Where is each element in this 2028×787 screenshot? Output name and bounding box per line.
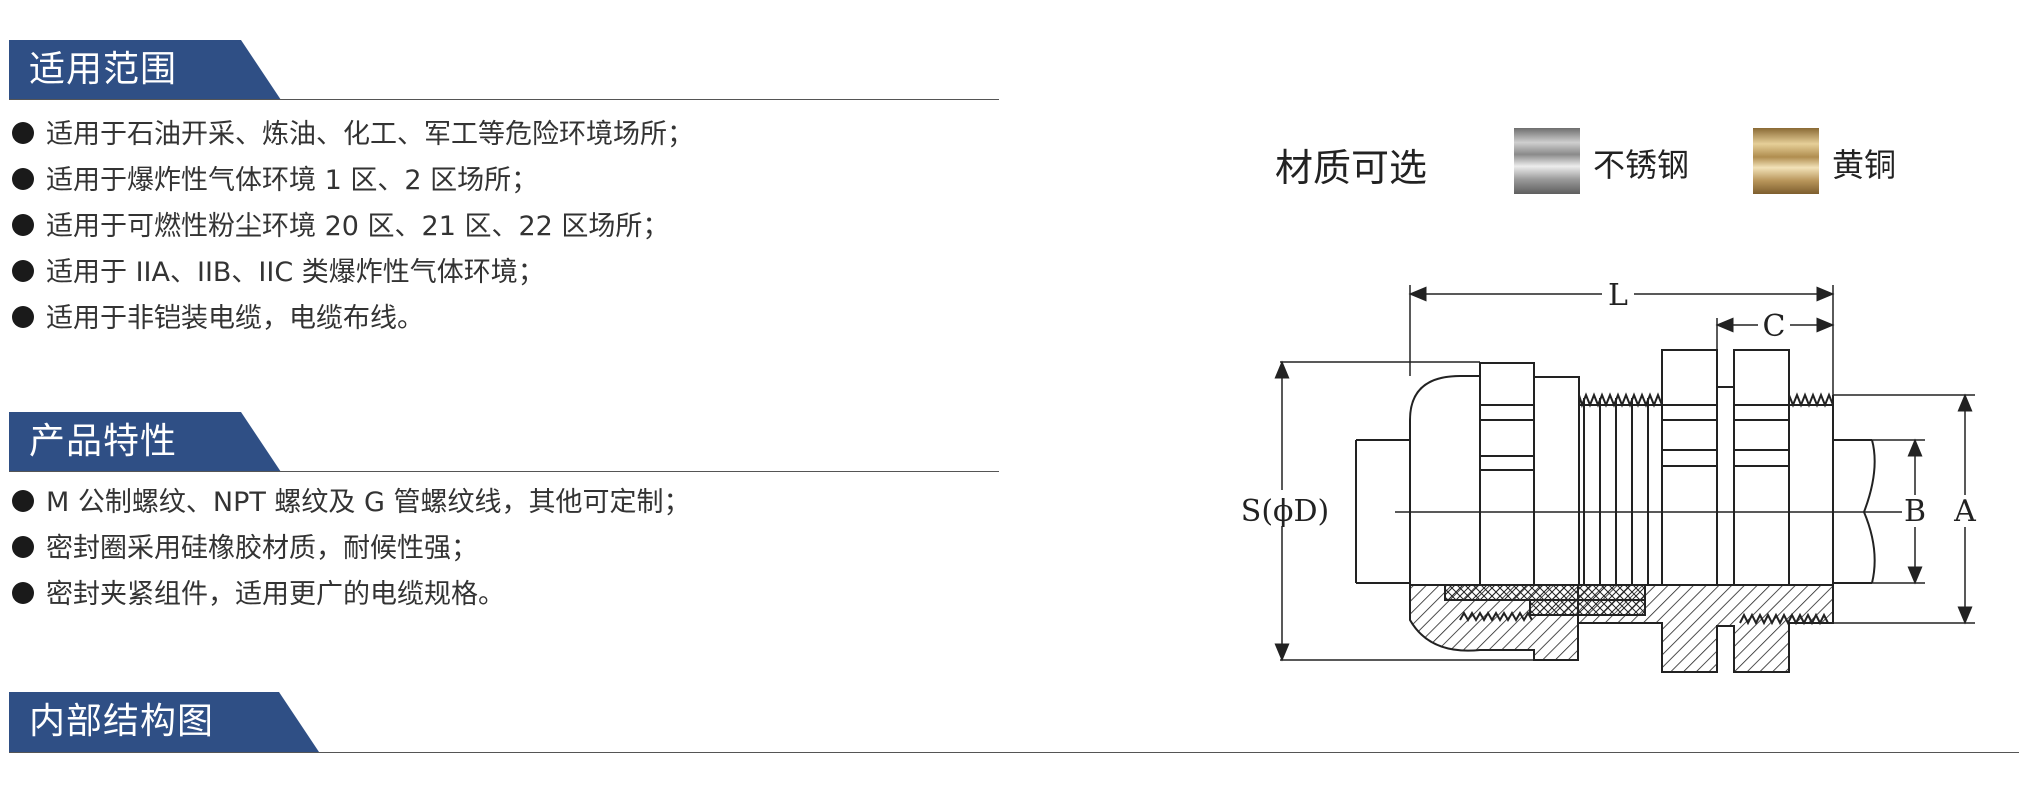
list-item: 适用于非铠装电缆，电缆布线。: [12, 296, 694, 342]
bullet-icon: [12, 167, 34, 190]
dim-label-A: A: [1953, 494, 1976, 529]
divider-features: [9, 471, 999, 472]
features-list: M 公制螺纹、NPT 螺纹及 G 管螺纹线，其他可定制； 密封圈采用硅橡胶材质，…: [12, 480, 691, 618]
dimension-labels: L C S(ϕD) B A: [1240, 278, 1978, 529]
bullet-icon: [12, 121, 34, 144]
list-item: 密封夹紧组件，适用更广的电缆规格。: [12, 572, 691, 618]
section-title-features: 产品特性: [29, 421, 178, 462]
bullet-icon: [12, 489, 34, 512]
stainless-steel-label: 不锈钢: [1593, 146, 1690, 184]
divider-structure: [9, 752, 2019, 753]
list-item: M 公制螺纹、NPT 螺纹及 G 管螺纹线，其他可定制；: [12, 480, 691, 526]
materials-title: 材质可选: [1275, 146, 1428, 190]
list-item: 适用于可燃性粉尘环境 20 区、21 区、22 区场所；: [12, 204, 694, 250]
bullet-icon: [12, 213, 34, 236]
gland-section: [1409, 584, 1834, 673]
section-tab-features: 产品特性: [9, 412, 281, 472]
brass-label: 黄铜: [1832, 146, 1897, 184]
stainless-steel-swatch: [1514, 128, 1580, 194]
section-title-application: 适用范围: [29, 49, 178, 90]
brass-swatch: [1753, 128, 1819, 194]
dim-label-B: B: [1904, 494, 1926, 529]
section-tab-structure: 内部结构图: [9, 692, 319, 752]
bullet-icon: [12, 535, 34, 558]
section-title-structure: 内部结构图: [29, 701, 215, 742]
dim-label-C: C: [1763, 309, 1786, 344]
divider-application: [9, 99, 999, 100]
list-item: 密封圈采用硅橡胶材质，耐候性强；: [12, 526, 691, 572]
bullet-icon: [12, 259, 34, 282]
bullet-icon: [12, 581, 34, 604]
application-list: 适用于石油开采、炼油、化工、军工等危险环境场所； 适用于爆炸性气体环境 1 区、…: [12, 112, 694, 342]
list-item: 适用于 IIA、IIB、IIC 类爆炸性气体环境；: [12, 250, 694, 296]
gland-body: [1355, 349, 1918, 623]
bullet-icon: [12, 305, 34, 328]
dim-label-S: S(ϕD): [1241, 494, 1329, 529]
list-item: 适用于石油开采、炼油、化工、军工等危险环境场所；: [12, 112, 694, 158]
section-tab-application: 适用范围: [9, 40, 281, 100]
list-item: 适用于爆炸性气体环境 1 区、2 区场所；: [12, 158, 694, 204]
dim-label-L: L: [1608, 278, 1628, 313]
